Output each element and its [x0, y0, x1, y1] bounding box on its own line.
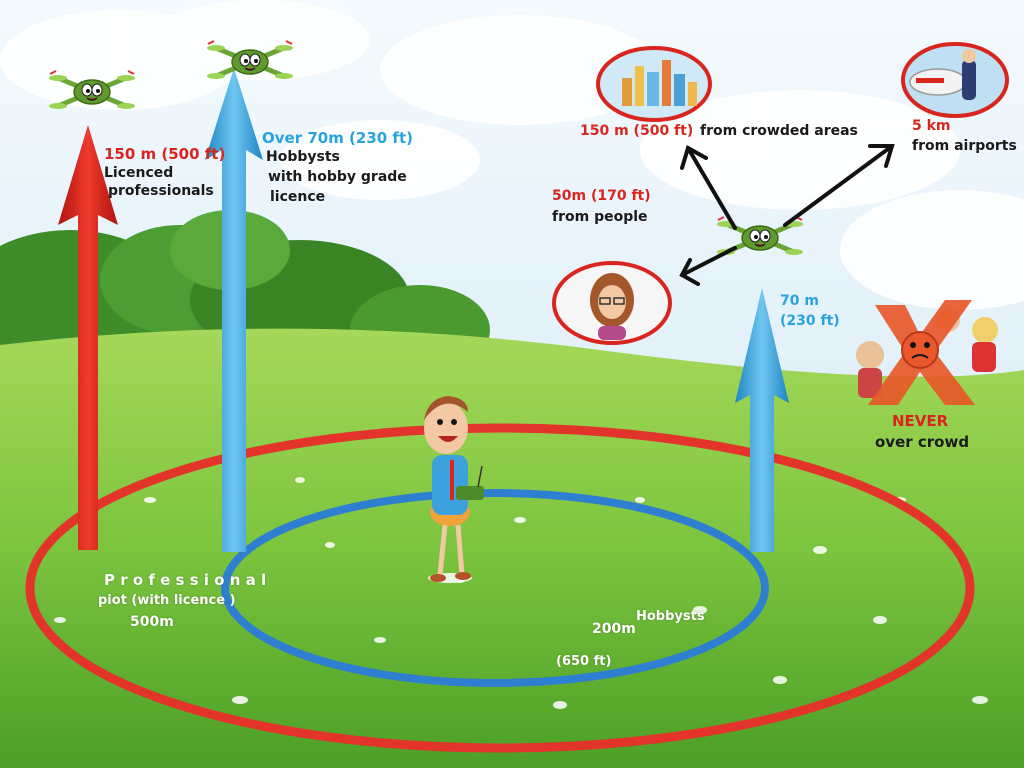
- professional-height-arrow: [58, 125, 118, 550]
- distance-arrows: [679, 144, 895, 286]
- hobby-radius-group-label: Hobbysts: [636, 609, 705, 624]
- pro-radius-line3: 500m: [130, 614, 174, 630]
- person-face-icon: [552, 261, 672, 345]
- pilot-figure-icon: [424, 396, 484, 583]
- pro-height-label: 150 m (500 ft): [104, 145, 226, 163]
- hobby-radius-label: 200m: [592, 621, 636, 637]
- never-label: NEVER: [892, 412, 949, 430]
- hobbyist-height-arrow-right: [735, 288, 789, 552]
- hobby-height-label: Over 70m (230 ft): [262, 129, 413, 147]
- airport-text: from airports: [912, 138, 1017, 154]
- city-skyline-icon: [596, 46, 712, 122]
- pro-desc-line1: Licenced: [104, 165, 174, 181]
- right-height-line1: 70 m: [780, 293, 819, 309]
- airport-distance-label: 5 km: [912, 118, 951, 134]
- hobby-desc-line3: licence: [270, 189, 326, 205]
- cross-mark-icon: [868, 300, 975, 405]
- hobby-desc-line2: with hobby grade: [268, 169, 407, 185]
- professional-range-circle: [25, 423, 975, 753]
- crowded-text: from crowded areas: [700, 123, 858, 139]
- over-crowd-label: over crowd: [875, 433, 970, 451]
- hobbyist-height-arrow: [205, 68, 263, 552]
- hobby-desc-line1: Hobbysts: [266, 149, 340, 165]
- people-distance-label: 50m (170 ft): [552, 188, 651, 204]
- pro-radius-line1: P r o f e s s i o n a l: [104, 571, 267, 589]
- crowded-distance-label: 150 m (500 ft): [580, 123, 694, 139]
- crowd-icon: [856, 308, 998, 398]
- airplane-icon: [901, 42, 1009, 118]
- hobby-radius-ft: (650 ft): [556, 654, 612, 669]
- clouds: [0, 0, 1024, 310]
- right-height-line2: (230 ft): [780, 313, 840, 329]
- pro-radius-line2: piot (with licence ): [98, 593, 236, 608]
- hobbyist-range-circle: [221, 489, 769, 687]
- pro-desc-line2: professionals: [108, 183, 214, 199]
- people-text: from people: [552, 209, 648, 225]
